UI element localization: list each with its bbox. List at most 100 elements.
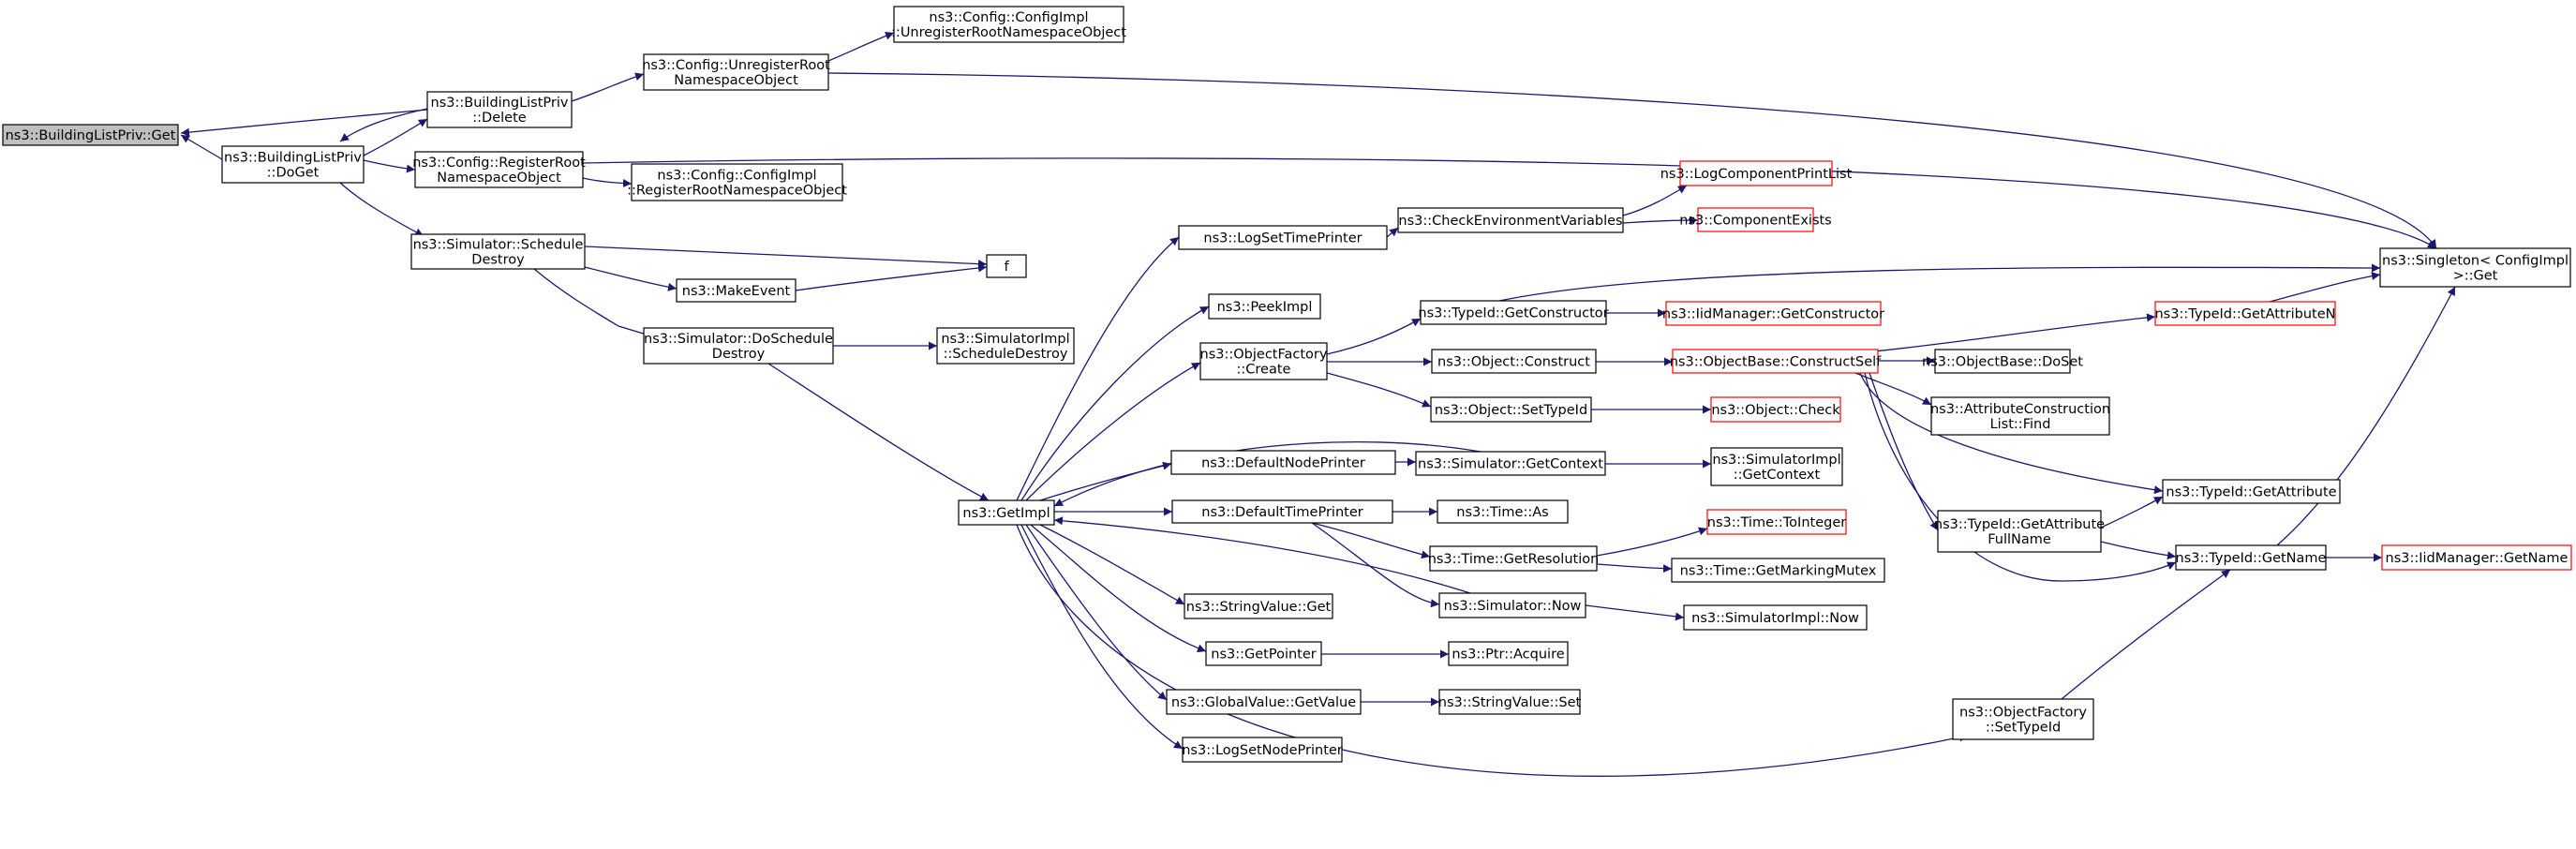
call-edge: [571, 72, 645, 102]
node-box: [1937, 510, 2102, 553]
node-objsettypeid[interactable]: ns3::Object::SetTypeId: [1430, 396, 1592, 423]
node-logcompprint[interactable]: ns3::LogComponentPrintList: [1660, 160, 1853, 186]
call-edge: [1864, 372, 2177, 582]
node-peekimpl[interactable]: ns3::PeekImpl: [1208, 293, 1321, 320]
node-regroot[interactable]: ns3::Config::RegisterRootNamespaceObject: [412, 151, 586, 188]
node-box: [2379, 247, 2571, 288]
node-singletonget[interactable]: ns3::Singleton< ConfigImpl >::Get: [2379, 247, 2571, 288]
node-typeidgetattr[interactable]: ns3::TypeId::GetAttribute: [2162, 479, 2341, 504]
call-edge: [180, 134, 223, 160]
call-edge: [363, 118, 428, 156]
node-objfactcreate[interactable]: ns3::ObjectFactory::Create: [1199, 342, 1328, 380]
node-box: [414, 151, 584, 188]
node-box: [2381, 544, 2572, 571]
node-simimplgetcontext[interactable]: ns3::SimulatorImpl::GetContext: [1710, 447, 1843, 486]
node-ptracquire[interactable]: ns3::Ptr::Acquire: [1448, 641, 1569, 666]
call-edge: [1864, 313, 2156, 353]
function-nodes: ns3::BuildingListPriv::Getns3::BuildingL…: [2, 6, 2572, 763]
node-label: ns3::Object::Construct: [1437, 355, 1590, 370]
call-edge: [339, 108, 428, 142]
call-edge: [1622, 185, 1688, 216]
call-edge: [1311, 522, 1440, 608]
node-box: [1420, 300, 1607, 325]
node-box: [986, 254, 1027, 278]
node-cfgunreg[interactable]: ns3::Config::ConfigImpl::UnregisterRootN…: [891, 6, 1126, 43]
node-label: Destroy: [471, 253, 525, 268]
node-box: [1448, 641, 1569, 666]
node-label: ns3::GetImpl: [962, 506, 1050, 521]
node-timegetres[interactable]: ns3::Time::GetResolution: [1428, 545, 1600, 572]
call-edge: [2276, 286, 2456, 546]
node-box: [1697, 207, 1814, 232]
node-box: [893, 6, 1124, 43]
node-label: ns3::Simulator::DoSchedule: [644, 332, 833, 347]
node-timeas[interactable]: ns3::Time::As: [1437, 499, 1569, 524]
call-edge: [1326, 318, 1422, 355]
node-box: [2154, 301, 2336, 326]
node-label: ns3::Time::GetResolution: [1428, 552, 1600, 567]
node-delete[interactable]: ns3::BuildingListPriv::Delete: [426, 91, 573, 128]
call-edge: [533, 268, 657, 339]
node-label: ::SetTypeId: [1986, 721, 2061, 736]
node-logsetnode[interactable]: ns3::LogSetNodePrinter: [1182, 737, 1343, 763]
node-globalvalget[interactable]: ns3::GlobalValue::GetValue: [1166, 689, 1362, 715]
node-root[interactable]: ns3::BuildingListPriv::Get: [2, 124, 179, 146]
node-stringvalget[interactable]: ns3::StringValue::Get: [1184, 593, 1333, 619]
node-simimplsched[interactable]: ns3::SimulatorImpl::ScheduleDestroy: [936, 327, 1075, 365]
node-compexists[interactable]: ns3::ComponentExists: [1679, 207, 1832, 232]
node-label: ns3::LogComponentPrintList: [1660, 167, 1853, 182]
node-schedestroy[interactable]: ns3::Simulator::ScheduleDestroy: [410, 233, 586, 270]
call-edge: [180, 109, 428, 137]
node-simnow[interactable]: ns3::Simulator::Now: [1438, 592, 1586, 618]
node-f[interactable]: f: [986, 254, 1027, 278]
node-iidgetctor[interactable]: ns3::IidManager::GetConstructor: [1662, 301, 1884, 326]
node-typeidgetctor[interactable]: ns3::TypeId::GetConstructor: [1418, 300, 1609, 325]
node-typeidgetname[interactable]: ns3::TypeId::GetName: [2175, 544, 2327, 571]
node-getpointer[interactable]: ns3::GetPointer: [1205, 641, 1322, 666]
node-timetoint[interactable]: ns3::Time::ToInteger: [1706, 509, 1847, 535]
call-edge: [2269, 272, 2381, 303]
node-getimpl[interactable]: ns3::GetImpl: [958, 499, 1055, 526]
node-makeevent[interactable]: ns3::MakeEvent: [676, 278, 797, 303]
node-label: ns3::Simulator::Now: [1444, 599, 1582, 614]
call-edge: [584, 266, 678, 291]
node-objbaseconstructself[interactable]: ns3::ObjectBase::ConstructSelf: [1670, 349, 1882, 374]
call-edge: [1585, 604, 1685, 621]
node-cfgreg[interactable]: ns3::Config::ConfigImpl::RegisterRootNam…: [627, 163, 847, 201]
node-unregroot[interactable]: ns3::Config::UnregisterRootNamespaceObje…: [642, 53, 830, 91]
node-objfactsettypeid[interactable]: ns3::ObjectFactory::SetTypeId: [1952, 698, 2094, 740]
node-doget[interactable]: ns3::BuildingListPriv::DoGet: [221, 145, 365, 184]
call-edge: [1326, 372, 1432, 408]
node-label: ns3::BuildingListPriv::Get: [6, 128, 176, 143]
node-box: [1438, 689, 1581, 715]
node-deftimeprinter[interactable]: ns3::DefaultTimePrinter: [1171, 499, 1393, 524]
node-checkenv[interactable]: ns3::CheckEnvironmentVariables: [1397, 207, 1624, 233]
node-label: ns3::MakeEvent: [682, 284, 791, 299]
node-defnodeprinter[interactable]: ns3::DefaultNodePrinter: [1170, 450, 1396, 475]
node-label: ns3::IidManager::GetName: [2386, 551, 2569, 566]
node-simgetcontext[interactable]: ns3::Simulator::GetContext: [1415, 451, 1606, 476]
node-typeidgetattrn[interactable]: ns3::TypeId::GetAttributeN: [2154, 301, 2336, 326]
node-label: ns3::SimulatorImpl: [1712, 453, 1840, 468]
node-box: [1430, 396, 1592, 423]
node-objconstruct[interactable]: ns3::Object::Construct: [1431, 349, 1597, 374]
node-box: [1205, 641, 1322, 666]
node-iidgetname[interactable]: ns3::IidManager::GetName: [2381, 544, 2572, 571]
node-label: ns3::DefaultTimePrinter: [1201, 505, 1362, 520]
node-label: ns3::Singleton< ConfigImpl: [2382, 254, 2569, 269]
node-stringvalset[interactable]: ns3::StringValue::Set: [1438, 689, 1582, 715]
node-box: [676, 278, 797, 303]
node-box: [1437, 499, 1569, 524]
node-objcheck[interactable]: ns3::Object::Check: [1710, 396, 1841, 423]
node-label: NamespaceObject: [674, 73, 798, 88]
node-logsettime[interactable]: ns3::LogSetTimePrinter: [1178, 225, 1388, 250]
node-box: [1429, 545, 1598, 572]
node-simimplnow[interactable]: ns3::SimulatorImpl::Now: [1683, 604, 1868, 631]
node-label: ns3::Config::ConfigImpl: [929, 10, 1088, 25]
node-objbasedoset[interactable]: ns3::ObjectBase::DoSet: [1922, 349, 2083, 374]
node-label: ns3::StringValue::Set: [1438, 695, 1582, 710]
node-timegetmutex[interactable]: ns3::Time::GetMarkingMutex: [1671, 558, 1885, 583]
